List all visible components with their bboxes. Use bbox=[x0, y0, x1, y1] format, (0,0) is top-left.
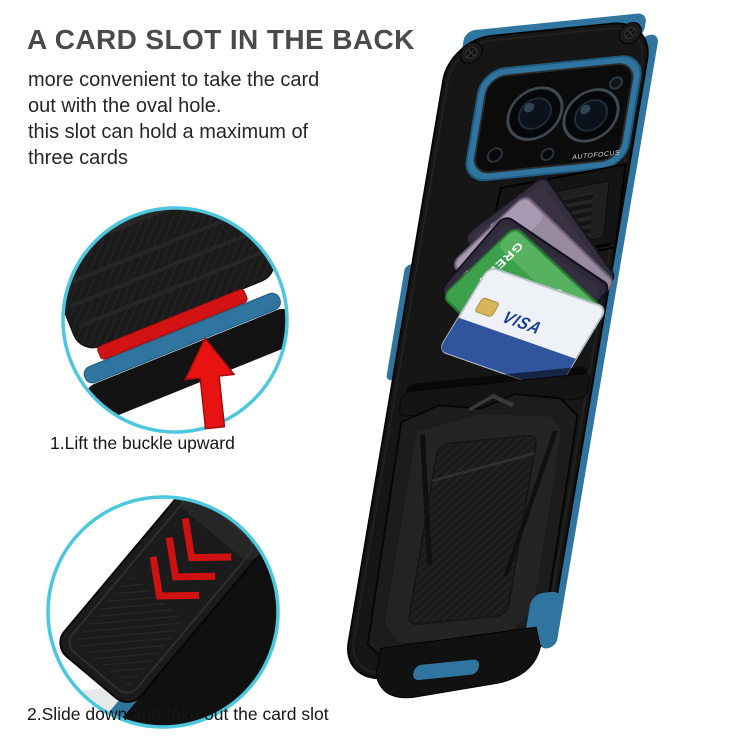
description-line: more convenient to take the card bbox=[28, 69, 320, 91]
corner-screw-icon bbox=[459, 41, 483, 64]
phone-case: AUTOFOCUS MasterCard bbox=[347, 13, 658, 699]
page-title: A CARD SLOT IN THE BACK bbox=[27, 24, 415, 55]
callout-ring bbox=[46, 495, 280, 729]
camera-lens-icon bbox=[562, 88, 620, 143]
corner-screw-icon bbox=[618, 22, 642, 44]
card-fan: MasterCard pass Maste bbox=[441, 177, 615, 391]
blue-edge-zoom bbox=[83, 292, 281, 384]
chip-icon bbox=[475, 297, 499, 317]
description-line: three cards bbox=[28, 147, 129, 169]
autofocus-label: AUTOFOCUS bbox=[572, 150, 621, 162]
camera-lens-icon bbox=[506, 86, 564, 141]
camera-sensor-icon bbox=[540, 147, 555, 162]
camera-sensor-icon bbox=[486, 147, 503, 163]
callout-ring bbox=[61, 206, 289, 434]
callout-buckle bbox=[61, 206, 289, 434]
camera-module: AUTOFOCUS bbox=[465, 55, 642, 182]
step-2-label: 2.Slide down and take out the card slot bbox=[27, 704, 329, 724]
red-buckle bbox=[97, 288, 248, 360]
step-1-label: 1.Lift the buckle upward bbox=[50, 433, 235, 453]
description-line: this slot can hold a maximum of bbox=[28, 121, 309, 143]
red-chevrons-icon bbox=[149, 517, 232, 600]
red-up-arrow-icon bbox=[184, 336, 236, 430]
flash-icon bbox=[608, 76, 623, 90]
card-slot-cover bbox=[366, 392, 579, 666]
description: more convenient to take the card out wit… bbox=[28, 67, 319, 171]
description-line: out with the oval hole. bbox=[28, 95, 222, 117]
case-bottom-cap bbox=[375, 626, 541, 699]
callout-slide bbox=[46, 495, 280, 729]
